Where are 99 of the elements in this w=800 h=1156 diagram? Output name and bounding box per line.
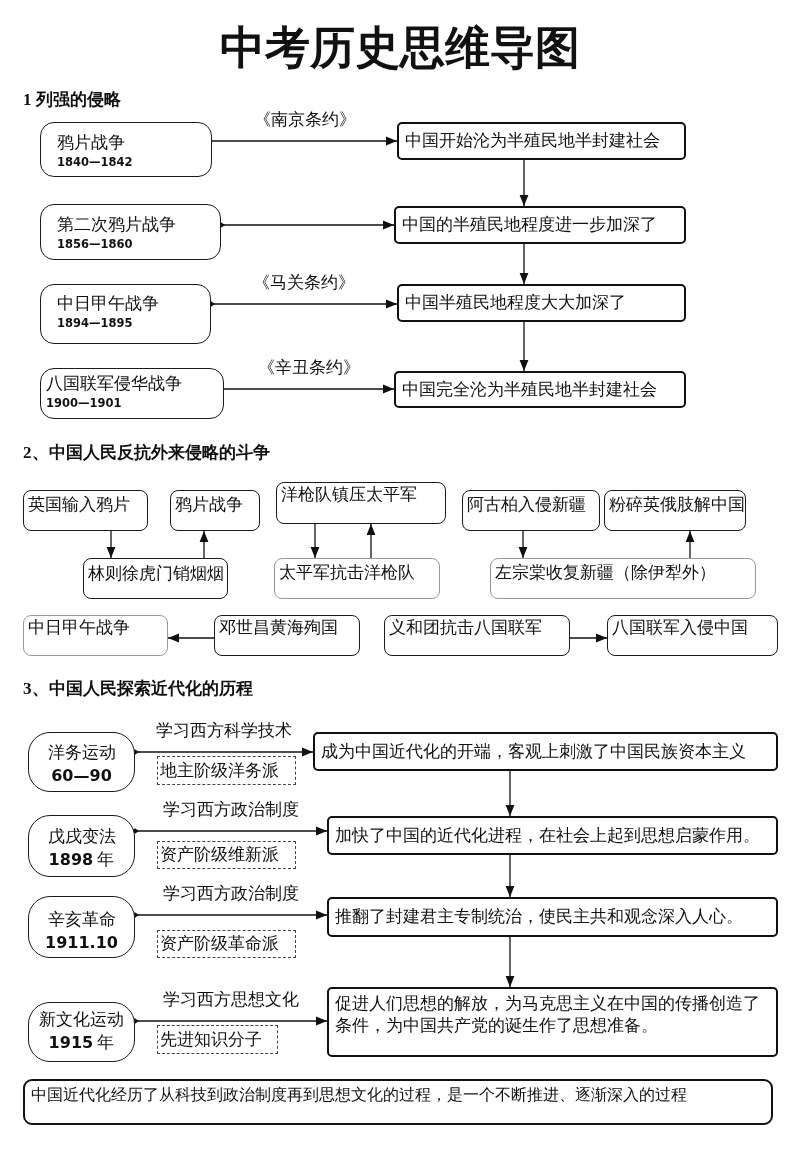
- event-text: 鸦片战争: [175, 494, 243, 516]
- event-box: [40, 204, 221, 260]
- movement-name: 戊戌变法: [47, 826, 116, 848]
- movement-name: 新文化运动: [39, 1009, 124, 1031]
- section-heading: 2、中国人民反抗外来侵略的斗争: [23, 442, 270, 464]
- edge-label: 学习西方科学技术: [154, 721, 294, 741]
- arrow: [505, 770, 515, 817]
- summary-text: 中国近代化经历了从科技到政治制度再到思想文化的过程，是一个不断推进、逐渐深入的过程: [31, 1085, 687, 1105]
- event-name: 鸦片战争: [57, 133, 125, 153]
- result-text: 中国开始沦为半殖民地半封建社会: [405, 130, 660, 152]
- arrow: [519, 159, 529, 207]
- event-box: [23, 615, 168, 656]
- event-box: [274, 558, 440, 599]
- movement-box: [28, 815, 135, 877]
- event-box: [604, 490, 746, 531]
- event-text: 英国输入鸦片: [28, 494, 130, 516]
- title: 中考历史思维导图: [220, 20, 580, 76]
- movement-name: 洋务运动: [47, 742, 116, 764]
- movement-date: 1911.10: [45, 932, 118, 954]
- arrow: [519, 321, 529, 372]
- event-box: [40, 368, 224, 419]
- arrow: [106, 530, 116, 559]
- event-text: 中日甲午战争: [28, 617, 130, 639]
- movement-date: 60—90: [51, 765, 112, 787]
- group-name: 先进知识分子: [160, 1028, 262, 1051]
- arrow: [519, 243, 529, 285]
- event-box: [490, 558, 756, 599]
- event-text: 邓世昌黄海殉国: [219, 617, 338, 639]
- arrow: [223, 384, 395, 394]
- result-text: 中国完全沦为半殖民地半封建社会: [402, 378, 657, 401]
- movement-date: 1898 年: [48, 849, 115, 871]
- arrow: [211, 136, 398, 146]
- event-box: [462, 490, 600, 531]
- group-box: [157, 930, 296, 958]
- event-box: [40, 122, 212, 177]
- event-box: [83, 558, 228, 599]
- result-text: 中国半殖民地程度大大加深了: [405, 292, 626, 314]
- event-text: 义和团抗击八国联军: [389, 617, 542, 639]
- movement-date: 1915 年: [48, 1032, 115, 1054]
- event-text: 八国联军入侵中国: [612, 617, 748, 639]
- event-box: [23, 490, 148, 531]
- event-name: 第二次鸦片战争: [57, 215, 176, 235]
- arrow: [310, 523, 320, 559]
- event-text: 阿古柏入侵新疆: [467, 494, 586, 516]
- arrow: [366, 523, 376, 559]
- result-text: 推翻了封建君主专制统治，使民主共和观念深入人心。: [335, 906, 743, 928]
- group-name: 地主阶级洋务派: [160, 759, 279, 782]
- result-text: 成为中国近代化的开端，客观上刺激了中国民族资本主义: [321, 740, 746, 763]
- arrow: [569, 633, 608, 643]
- event-name: 中日甲午战争: [57, 294, 159, 314]
- event-years: 1840—1842: [57, 154, 133, 171]
- event-box: [170, 490, 260, 531]
- result-box: [394, 371, 686, 408]
- arrow: [505, 854, 515, 898]
- edge-label: 学习西方思想文化: [161, 990, 301, 1010]
- movement-name: 辛亥革命: [47, 909, 116, 931]
- result-box: [327, 897, 778, 937]
- group-box: [157, 841, 296, 869]
- arrow: [518, 530, 528, 559]
- result-text: 促进人们思想的解放，为马克思主义在中国的传播创造了条件，为中国共产党的诞生作了思想准备。: [335, 993, 761, 1037]
- event-text: 左宗棠收复新疆（除伊犁外）: [495, 562, 716, 584]
- result-box: [397, 284, 686, 322]
- arrow: [199, 530, 209, 559]
- result-box: [394, 206, 686, 244]
- event-years: 1856—1860: [57, 236, 133, 253]
- group-box: [157, 756, 296, 785]
- event-text: 林则徐虎门销烟烟: [88, 563, 224, 585]
- arrow: [505, 936, 515, 988]
- result-text: 加快了中国的近代化进程，在社会上起到思想启蒙作用。: [335, 824, 760, 847]
- event-text: 太平军抗击洋枪队: [279, 562, 415, 584]
- event-box: [276, 482, 446, 524]
- edge-label: 学习西方政治制度: [161, 800, 301, 820]
- summary-box: [23, 1079, 773, 1125]
- event-name: 八国联军侵华战争: [46, 374, 182, 394]
- movement-box: [28, 1002, 135, 1062]
- event-years: 1900—1901: [46, 395, 122, 412]
- result-text: 中国的半殖民地程度进一步加深了: [402, 214, 657, 236]
- event-box: [214, 615, 360, 656]
- section-heading: 1 列强的侵略: [23, 89, 121, 111]
- result-box: [327, 987, 778, 1057]
- arrow: [685, 530, 695, 559]
- event-years: 1894—1895: [57, 315, 133, 332]
- movement-box: [28, 896, 135, 958]
- event-box: [607, 615, 778, 656]
- edge-label: 学习西方政治制度: [161, 884, 301, 904]
- result-box: [327, 816, 778, 855]
- arrow: [131, 826, 328, 836]
- movement-box: [28, 732, 135, 792]
- section-heading: 3、中国人民探索近代化的历程: [23, 678, 253, 700]
- event-box: [40, 284, 211, 344]
- event-text: 粉碎英俄肢解中国: [609, 494, 745, 516]
- group-name: 资产阶级维新派: [160, 844, 279, 866]
- result-box: [313, 732, 778, 771]
- event-text: 洋枪队镇压太平军: [281, 484, 417, 506]
- event-box: [384, 615, 570, 656]
- group-name: 资产阶级革命派: [160, 933, 279, 955]
- group-box: [157, 1025, 278, 1054]
- arrow: [167, 633, 215, 643]
- result-box: [397, 122, 686, 160]
